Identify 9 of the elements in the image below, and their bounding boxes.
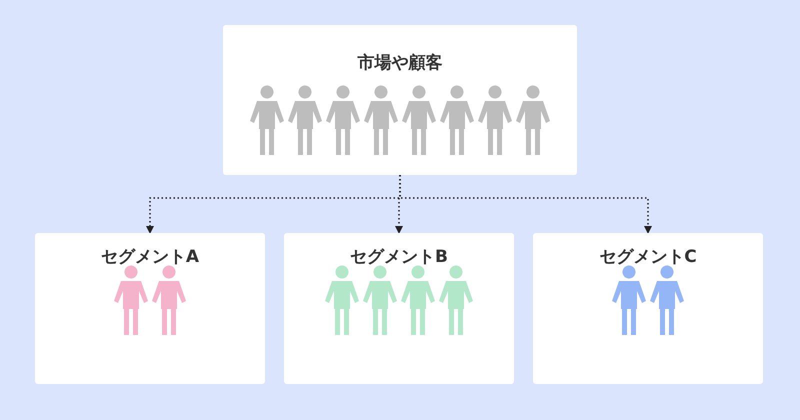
dotted-arrow xyxy=(399,175,652,234)
group-card xyxy=(533,233,763,384)
group-card xyxy=(284,233,514,384)
group-title: セグメントB xyxy=(350,246,448,268)
group-title: 市場や顧客 xyxy=(358,52,442,74)
group-card xyxy=(35,233,265,384)
group-card xyxy=(223,25,577,175)
group-title: セグメントA xyxy=(100,246,200,268)
group-title: セグメントC xyxy=(599,246,697,268)
